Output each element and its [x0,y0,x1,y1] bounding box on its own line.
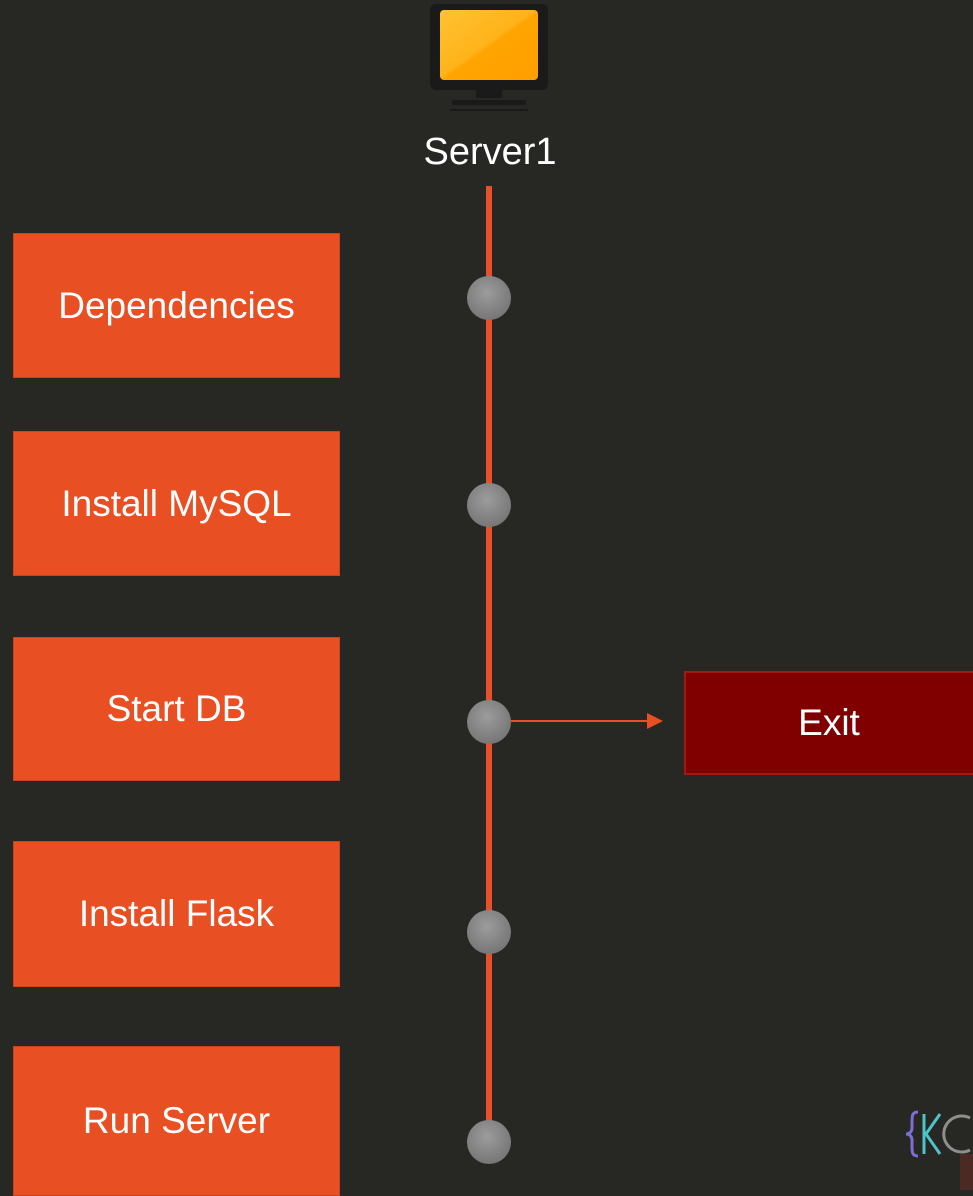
step-label: Run Server [82,1100,271,1141]
step-label: Install MySQL [61,482,292,524]
step-label: Dependencies [58,284,295,326]
exit-connector-line [511,720,651,722]
monitor-icon [428,2,550,114]
step-dependencies: Dependencies [13,233,340,378]
step-install-flask: Install Flask [13,841,340,987]
step-label: Install Flask [78,893,275,934]
arrow-right-icon [647,713,663,729]
brand-logo-icon [904,1110,973,1190]
timeline-node-run-server [467,1120,511,1164]
timeline-line [486,186,492,1146]
step-label: Start DB [106,688,247,729]
exit-box: Exit [684,671,973,775]
step-run-server: Run Server [13,1046,340,1196]
timeline-node-install-mysql [467,483,511,527]
step-start-db: Start DB [13,637,340,781]
timeline-node-install-flask [467,910,511,954]
exit-label: Exit [798,702,860,743]
step-install-mysql: Install MySQL [13,431,340,576]
server-label: Server1 [423,131,557,173]
timeline-node-start-db [467,700,511,744]
timeline-node-dependencies [467,276,511,320]
